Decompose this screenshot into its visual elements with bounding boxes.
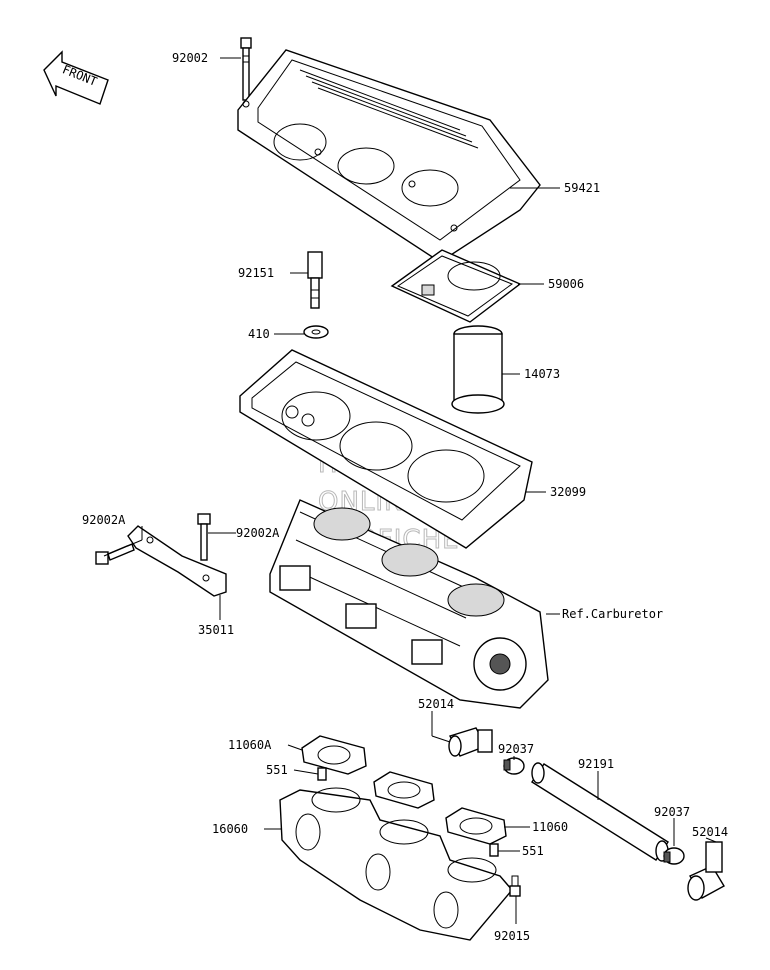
washer-410-icon [303,325,329,339]
bolt-92002-icon [240,37,252,101]
callout-52014-right: 52014 [692,825,728,839]
callout-410: 410 [248,327,270,341]
callout-11060A: 11060A [228,738,272,752]
bolt-92002A-left-icon [95,543,135,565]
callout-92002: 92002 [172,51,208,65]
clamp-92037-right-icon [663,847,685,865]
hose-92191-icon [531,762,669,862]
carburetor-assembly-icon [269,499,549,709]
callout-14073: 14073 [524,367,560,381]
bolt-92002A-right-icon [197,513,211,561]
dowel-551-left-icon [317,767,327,781]
gasket-11060-icon [373,771,507,845]
elbow-52014-right-icon [687,841,725,901]
callout-92191: 92191 [578,757,614,771]
front-arrow-icon: FRONT [43,50,109,105]
manifold-16060-icon [279,787,513,941]
callout-92002A-left: 92002A [82,513,126,527]
callout-52014-top: 52014 [418,697,454,711]
callout-92151: 92151 [238,266,274,280]
callout-59421: 59421 [564,181,600,195]
callout-92002A-right: 92002A [236,526,280,540]
callout-92037-right: 92037 [654,805,690,819]
callout-59006: 59006 [548,277,584,291]
callout-11060: 11060 [532,820,568,834]
bolt-92151-icon [307,251,323,309]
callout-ref-carburetor: Ref.Carburetor [562,607,663,621]
gasket-59006-icon [390,249,522,323]
nut-92015-icon [509,875,521,897]
callout-92037-top: 92037 [498,742,534,756]
dowel-551-right-icon [489,843,499,857]
callout-92015: 92015 [494,929,530,943]
callout-32099: 32099 [550,485,586,499]
elbow-52014-top-icon [448,727,493,757]
bracket-35011-icon [127,525,227,597]
clamp-92037-top-icon [503,757,525,775]
air-box-cover-icon [237,49,541,263]
gasket-11060A-icon [301,735,367,775]
filter-14073-icon [451,325,505,414]
leader-lines [103,57,717,924]
callout-551-right: 551 [522,844,544,858]
callout-551-left: 551 [266,763,288,777]
air-box-base-icon [239,349,533,549]
callout-35011: 35011 [198,623,234,637]
callout-16060: 16060 [212,822,248,836]
